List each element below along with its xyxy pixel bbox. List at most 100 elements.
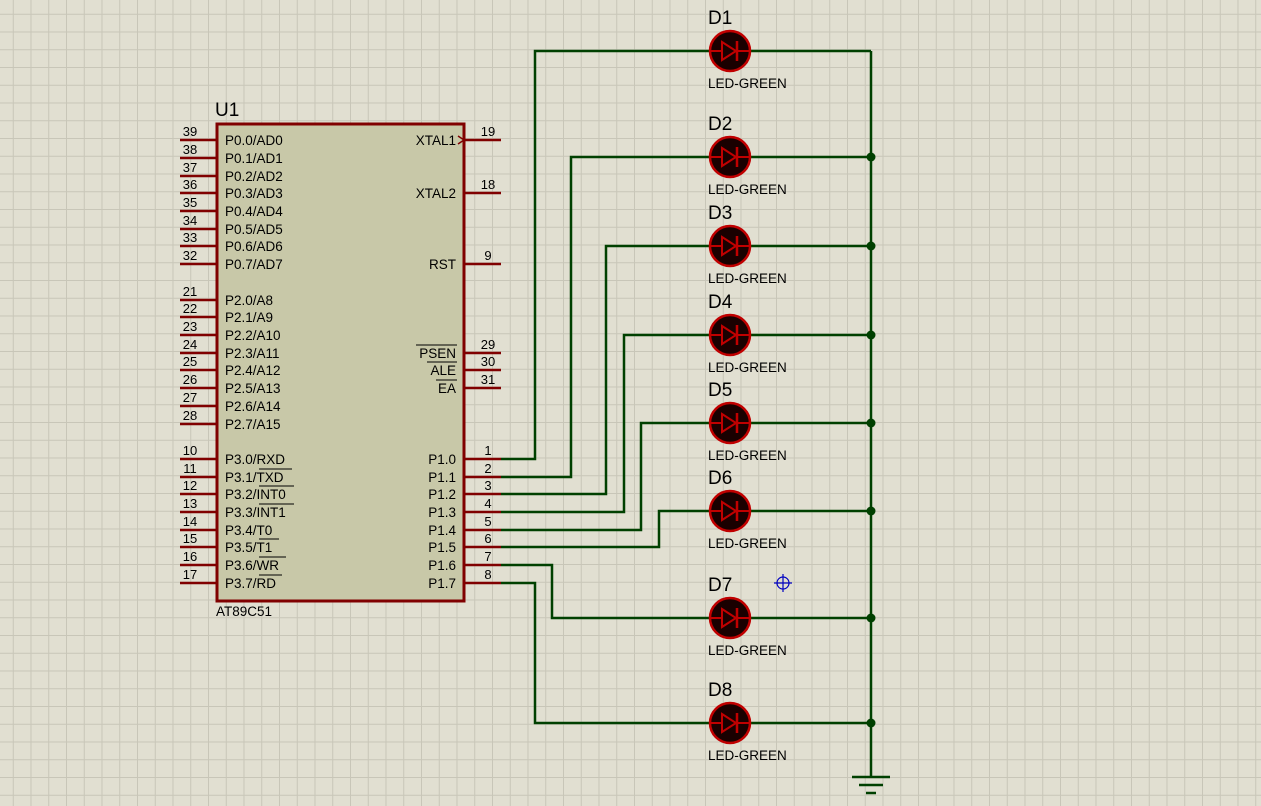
pin-number: 29	[481, 337, 495, 352]
pin-label: RST	[429, 257, 456, 272]
pin-number: 3	[484, 478, 491, 493]
led-reference: D3	[708, 203, 732, 224]
mcu-pin-right[interactable]: 2P1.1	[428, 461, 501, 485]
pin-number: 38	[183, 142, 197, 157]
led-value: LED-GREEN	[708, 748, 787, 763]
mcu-pin-right[interactable]: 4P1.3	[428, 496, 501, 520]
pin-number: 19	[481, 124, 495, 139]
mcu-pin-right[interactable]: 1P1.0	[428, 443, 501, 467]
pin-number: 4	[484, 496, 491, 511]
pin-label: XTAL2	[416, 186, 456, 201]
mcu-reference: U1	[215, 100, 239, 121]
mcu-pin-right[interactable]: 3P1.2	[428, 478, 501, 502]
pin-number: 11	[183, 461, 197, 476]
wire-p1-to-led	[501, 421, 709, 532]
wire-p1-to-led	[501, 49, 709, 461]
pin-number: 14	[183, 514, 197, 529]
pin-number: 1	[484, 443, 491, 458]
led-value: LED-GREEN	[708, 643, 787, 658]
pin-label: P1.7	[428, 576, 456, 591]
pin-number: 2	[484, 461, 491, 476]
pin-number: 26	[183, 372, 197, 387]
mcu-pin-right[interactable]: 6P1.5	[428, 531, 501, 555]
pin-number: 13	[183, 496, 197, 511]
pin-label: P0.2/AD2	[225, 169, 283, 184]
wire-p1-to-led	[501, 581, 709, 725]
mcu-body[interactable]	[215, 122, 466, 603]
pin-label: P2.3/A11	[225, 346, 280, 361]
pin-number: 10	[183, 443, 197, 458]
pin-number: 23	[183, 319, 197, 334]
pin-label: P0.0/AD0	[225, 133, 283, 148]
microcontroller-u1[interactable]: U1 AT89C51 39P0.0/AD038P0.1/AD137P0.2/AD…	[180, 100, 501, 619]
pin-number: 28	[183, 408, 197, 423]
pin-label: P2.2/A10	[225, 328, 281, 343]
pin-number: 9	[484, 248, 491, 263]
mcu-pin-right[interactable]: 5P1.4	[428, 514, 501, 538]
pin-label: P1.6	[428, 558, 456, 573]
pin-number: 31	[481, 372, 495, 387]
pin-label: P0.5/AD5	[225, 222, 283, 237]
led-value: LED-GREEN	[708, 448, 787, 463]
mcu-pin-right[interactable]: 7P1.6	[428, 549, 501, 573]
pin-number: 25	[183, 354, 197, 369]
pin-label: P0.4/AD4	[225, 204, 283, 219]
pin-number: 24	[183, 337, 197, 352]
pin-number: 33	[183, 230, 197, 245]
pin-label: P3.1/TXD	[225, 470, 284, 485]
pin-number: 39	[183, 124, 197, 139]
pin-label: P2.5/A13	[225, 381, 281, 396]
pin-number: 18	[481, 177, 495, 192]
wire-p1-to-led	[501, 509, 709, 549]
junction-dot	[866, 152, 876, 162]
pin-number: 32	[183, 248, 197, 263]
led-reference: D1	[708, 8, 732, 29]
mcu-pin-right[interactable]: 8P1.7	[428, 567, 501, 591]
mcu-pins: 39P0.0/AD038P0.1/AD137P0.2/AD236P0.3/AD3…	[180, 124, 501, 591]
pin-label: P3.0/RXD	[225, 452, 285, 467]
junction-dot	[866, 241, 876, 251]
pin-label: P1.3	[428, 505, 456, 520]
led-value: LED-GREEN	[708, 360, 787, 375]
pin-label: P0.7/AD7	[225, 257, 283, 272]
